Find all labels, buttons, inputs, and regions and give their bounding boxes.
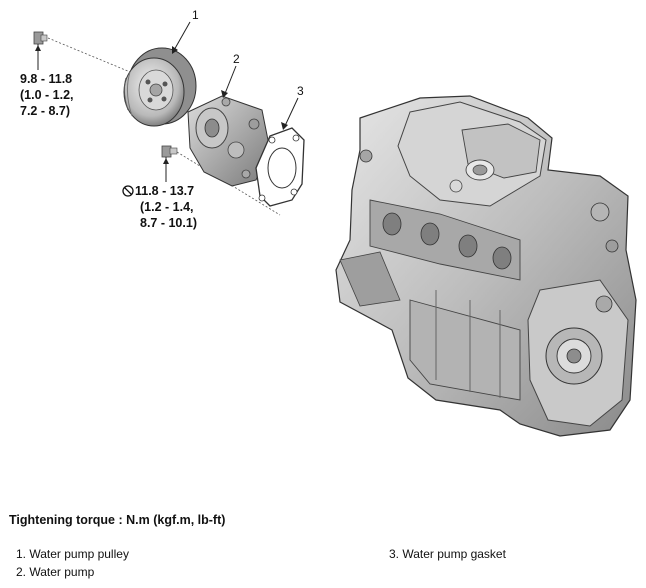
torque-1-lbft: 7.2 - 8.7) [20,104,71,118]
pump-bolt [161,145,178,158]
callout-1: 1 [192,8,199,22]
no-reuse-icon [122,185,134,197]
callout-1-leader [172,21,191,53]
torque-2-lbft: 8.7 - 10.1) [140,216,197,230]
water-pump [187,95,271,187]
water-pump-pulley [123,47,197,127]
legend-item-2: 2. Water pump [16,565,95,579]
callout-3-leader [283,97,299,129]
torque-2-nm: 11.8 - 13.7 [135,184,195,198]
legend-item-3: 3. Water pump gasket [389,547,506,561]
torque-2-kgfm: (1.2 - 1.4, [140,200,194,214]
engine-block [335,95,637,437]
exploded-view-diagram [33,21,637,437]
callout-3: 3 [297,84,304,98]
water-pump-gasket [255,127,305,207]
callout-2-leader [223,65,237,97]
pulley-axis-line [47,37,136,75]
pulley-bolt [33,31,48,45]
legend-item-1: 1. Water pump pulley [16,547,129,561]
torque-spec-pump-bolt: 11.8 - 13.7 (1.2 - 1.4, 8.7 - 10.1) [122,183,197,231]
torque-1-nm: 9.8 - 11.8 [20,72,73,86]
torque-spec-pulley-bolt: 9.8 - 11.8 (1.0 - 1.2, 7.2 - 8.7) [20,71,74,119]
torque-1-kgfm: (1.0 - 1.2, [20,88,74,102]
legend-title: Tightening torque : N.m (kgf.m, lb-ft) [9,513,226,527]
callout-2: 2 [233,52,240,66]
